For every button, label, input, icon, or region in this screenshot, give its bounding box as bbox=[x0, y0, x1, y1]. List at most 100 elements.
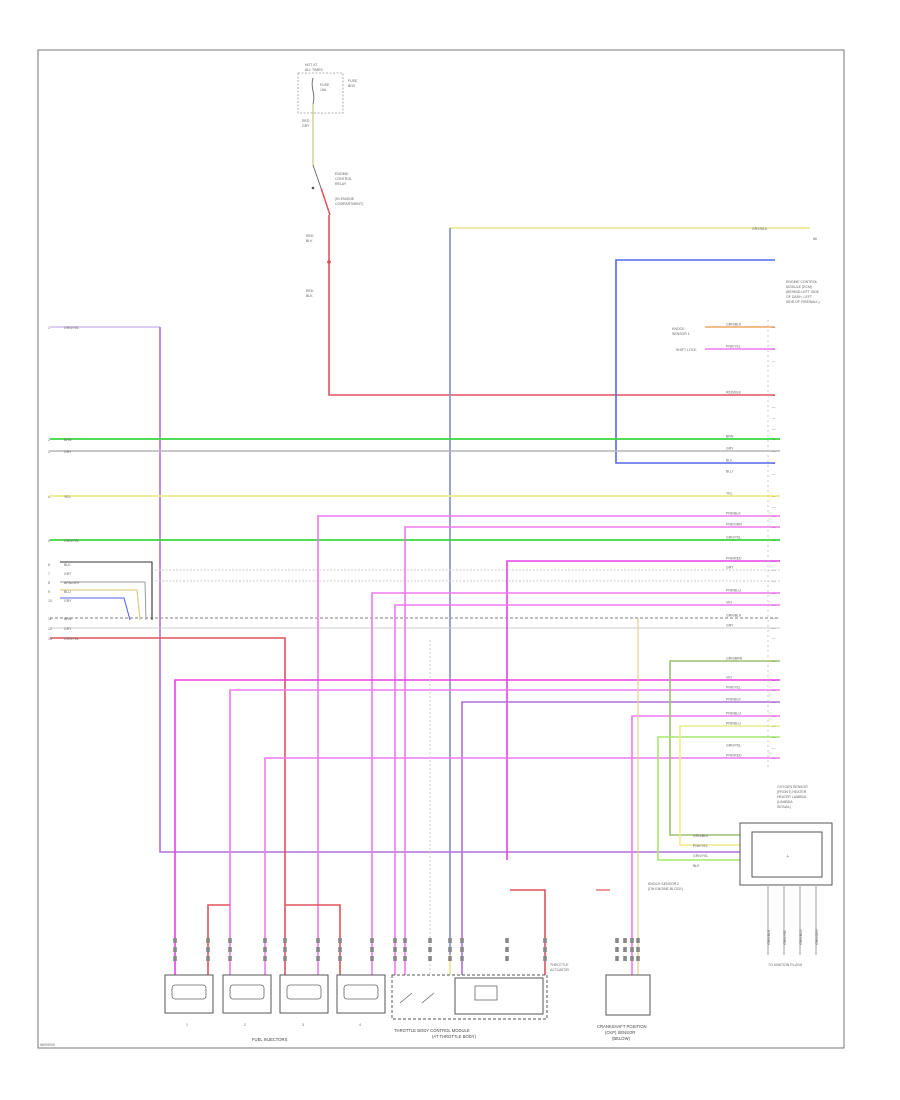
connector-ticks bbox=[173, 938, 640, 961]
ecm-pin-mark: — bbox=[772, 617, 776, 621]
ecm-pin-label: GRN/YEL bbox=[726, 536, 741, 540]
knock-caption-1: KNOCK SENSOR 2 bbox=[648, 882, 679, 886]
connector-tick bbox=[263, 947, 267, 952]
connector-tick bbox=[428, 947, 432, 952]
wire-black-bracket bbox=[60, 561, 153, 620]
ecm-pin-mark: — bbox=[772, 417, 776, 421]
oxygen-caption-3: HEATER LAMBDA bbox=[777, 795, 807, 799]
ecm-pin-label: PNK/RED bbox=[726, 557, 742, 561]
ecm-pin-mark: — bbox=[772, 736, 776, 740]
oxygen-pin-1: GRN/BLK bbox=[693, 834, 709, 838]
ecm-pin-mark: — bbox=[772, 406, 776, 410]
wire-pink-5 bbox=[229, 689, 780, 975]
connector-tick bbox=[630, 956, 634, 961]
connector-tick bbox=[615, 956, 619, 961]
left-label-8: BRN/GRY bbox=[64, 581, 81, 585]
wire-violet-long bbox=[159, 327, 740, 853]
plug-label-2: GRN/YEL bbox=[783, 930, 787, 945]
throttle-sensor-label-2: ACTUATOR bbox=[550, 968, 569, 972]
connector-tick bbox=[370, 938, 374, 943]
connector-tick bbox=[263, 956, 267, 961]
injector-4 bbox=[336, 974, 386, 1014]
left-pin-8: 8 bbox=[48, 581, 50, 585]
ecm-pin-mark: — bbox=[772, 360, 776, 364]
injector-2 bbox=[222, 974, 272, 1014]
left-label-5: GRN/YEL bbox=[64, 539, 79, 543]
battery-label-1: HOT AT bbox=[305, 63, 318, 67]
left-pin-11: 11 bbox=[48, 617, 52, 621]
ecm-pin-mark: — bbox=[772, 580, 776, 584]
throttle-caption-1: THROTTLE BODY CONTROL MODULE bbox=[394, 1028, 470, 1033]
ecm-pin-mark: — bbox=[772, 560, 776, 564]
connector-tick bbox=[206, 956, 210, 961]
connector-tick bbox=[403, 947, 407, 952]
wire-pink-4 bbox=[394, 604, 780, 975]
wire-pink-7 bbox=[264, 757, 780, 975]
wire-blue-loop bbox=[615, 259, 775, 464]
throttle-sensor-label-1: THROTTLE bbox=[550, 963, 569, 967]
switch-icon-2 bbox=[421, 992, 435, 1004]
ecm-pin-label: YEL bbox=[726, 492, 733, 496]
wire-olive-1 bbox=[669, 660, 780, 836]
ecm-pin-label: VIO bbox=[726, 676, 732, 680]
ecm-pin-mark: — bbox=[772, 689, 776, 693]
ecm-pin-label: GRN/BLK bbox=[726, 614, 742, 618]
ecm-top-pin-label: GRY/BLK bbox=[752, 227, 768, 231]
wire-pink-2 bbox=[404, 526, 780, 975]
ecm-pin-label: GRY bbox=[726, 566, 734, 570]
connector-tick bbox=[615, 947, 619, 952]
injector-num-4: 4 bbox=[359, 1023, 361, 1027]
connector-tick bbox=[623, 938, 627, 943]
footer-code: W000000 bbox=[40, 1043, 55, 1047]
left-label-1: GRN/YEL bbox=[64, 326, 79, 330]
ckp-caption-1: CRANKSHAFT POSITION bbox=[597, 1024, 646, 1029]
injector-2-coil-icon bbox=[229, 984, 265, 1000]
injector-1-coil-icon bbox=[171, 984, 207, 1000]
feed-wire-label-1a: RED bbox=[302, 119, 310, 123]
connector-tick bbox=[338, 956, 342, 961]
ecm-pin-mark: — bbox=[772, 604, 776, 608]
wire-yellow-2 bbox=[679, 725, 780, 846]
fuse-label-2: 15A bbox=[320, 88, 327, 92]
ecm-pin-mark: — bbox=[772, 569, 776, 573]
wire-violet-2 bbox=[461, 701, 780, 975]
ecm-pin-label: PNK/GRN bbox=[726, 523, 742, 527]
ecm-pin-label: VIO bbox=[726, 601, 732, 605]
plug-caption: TO IGNITION PLUGS bbox=[768, 963, 803, 967]
connector-tick bbox=[228, 947, 232, 952]
ecm-pin-mark: — bbox=[772, 637, 776, 641]
connector-tick bbox=[283, 947, 287, 952]
left-pin-2: 2 bbox=[48, 438, 50, 442]
motor-icon bbox=[474, 985, 498, 1001]
ckp-caption-3: (BELOW) bbox=[612, 1036, 631, 1041]
connector-tick bbox=[505, 956, 509, 961]
ecm-pin-label: PNK/BLU bbox=[726, 712, 741, 716]
wire-lightgreen-1 bbox=[657, 736, 780, 861]
oxygen-sensor-inner bbox=[751, 831, 823, 878]
connector-tick bbox=[370, 947, 374, 952]
ecm-pin-mark: — bbox=[772, 539, 776, 543]
left-pin-13: 13 bbox=[48, 637, 52, 641]
feed-wire-label-3a: RED bbox=[306, 289, 314, 293]
ecm-sub-a-2: SENSOR 1 bbox=[672, 332, 690, 336]
oxygen-caption-5: SIGNAL) bbox=[777, 805, 791, 809]
ckp-sensor-body bbox=[605, 974, 651, 1016]
feed-wire-label-2b: BLK bbox=[306, 239, 313, 243]
connector-tick bbox=[338, 938, 342, 943]
left-pin-4: 4 bbox=[48, 495, 50, 499]
ecm-pin-label: PNK/BLU bbox=[726, 589, 741, 593]
relay-label-3: RELAY bbox=[335, 182, 347, 186]
ecm-pin-mark: — bbox=[772, 506, 776, 510]
ecm-pin-mark: — bbox=[772, 473, 776, 477]
injector-3 bbox=[279, 974, 329, 1014]
left-label-13: GRN/YEL bbox=[64, 637, 79, 641]
ecm-pin-label: GRY bbox=[726, 624, 734, 628]
connector-tick bbox=[393, 938, 397, 943]
left-pin-5: 5 bbox=[48, 539, 50, 543]
connector-tick bbox=[403, 938, 407, 943]
battery-label-2: ALL TIMES bbox=[305, 68, 323, 72]
wire-red-throttle bbox=[510, 889, 546, 975]
power-feed: HOT AT ALL TIMES FUSE 15A FUSE BOX RED G… bbox=[297, 63, 363, 298]
ecm-top-pin-num: 86 bbox=[813, 237, 817, 241]
connector-tick bbox=[316, 956, 320, 961]
